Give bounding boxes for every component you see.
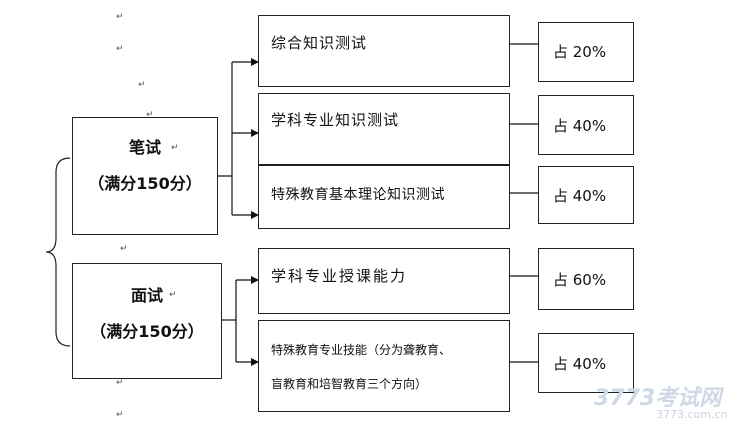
paragraph-mark: ↵ — [120, 244, 128, 254]
interview-score: （满分150分） — [90, 322, 204, 341]
test-box-teaching-ability: 学科专业授课能力 — [258, 248, 510, 314]
percentage-label: 占 40% — [553, 187, 607, 205]
paragraph-mark: ↵ — [116, 410, 124, 420]
test-label: 特殊教育基本理论知识测试 — [271, 187, 445, 203]
interview-box: 面试 ↵ （满分150分） — [72, 263, 222, 379]
paragraph-mark: ↵ — [116, 12, 124, 22]
paragraph-mark: ↵ — [138, 80, 146, 90]
paragraph-mark: ↵ — [171, 143, 179, 153]
percentage-label: 占 60% — [553, 271, 607, 289]
test-box-special-education-theory: 特殊教育基本理论知识测试 — [258, 165, 510, 229]
left-brace — [45, 157, 71, 347]
percentage-box: 占 40% — [538, 333, 634, 393]
test-label: 学科专业知识测试 — [271, 111, 400, 129]
written-exam-title: 笔试 — [128, 138, 161, 157]
percentage-box: 占 20% — [538, 22, 634, 82]
test-label-line2: 盲教育和培智教育三个方向） — [271, 377, 428, 391]
paragraph-mark: ↵ — [169, 290, 177, 300]
test-box-comprehensive: 综合知识测试 — [258, 15, 510, 87]
written-exam-box: 笔试 ↵ （满分150分） — [72, 117, 218, 235]
percentage-box: 占 60% — [538, 248, 634, 310]
percentage-box: 占 40% — [538, 166, 634, 224]
percentage-box: 占 40% — [538, 95, 634, 155]
test-label-line1: 特殊教育专业技能（分为聋教育、 — [271, 343, 452, 357]
watermark-brand: 3773考试网 — [594, 386, 722, 411]
interview-title: 面试 — [130, 286, 163, 305]
paragraph-mark: ↵ — [146, 110, 154, 120]
test-label: 综合知识测试 — [271, 34, 368, 52]
percentage-label: 占 20% — [553, 43, 607, 61]
paragraph-mark: ↵ — [116, 44, 124, 54]
paragraph-mark: ↵ — [116, 378, 124, 388]
written-exam-score: （满分150分） — [88, 174, 202, 193]
test-box-subject-knowledge: 学科专业知识测试 — [258, 93, 510, 165]
test-box-special-education-skills: 特殊教育专业技能（分为聋教育、 盲教育和培智教育三个方向） — [258, 320, 510, 412]
watermark-url: 3773.com.cn — [656, 408, 728, 421]
test-label: 学科专业授课能力 — [271, 267, 408, 285]
percentage-label: 占 40% — [553, 117, 607, 135]
percentage-label: 占 40% — [553, 355, 607, 373]
